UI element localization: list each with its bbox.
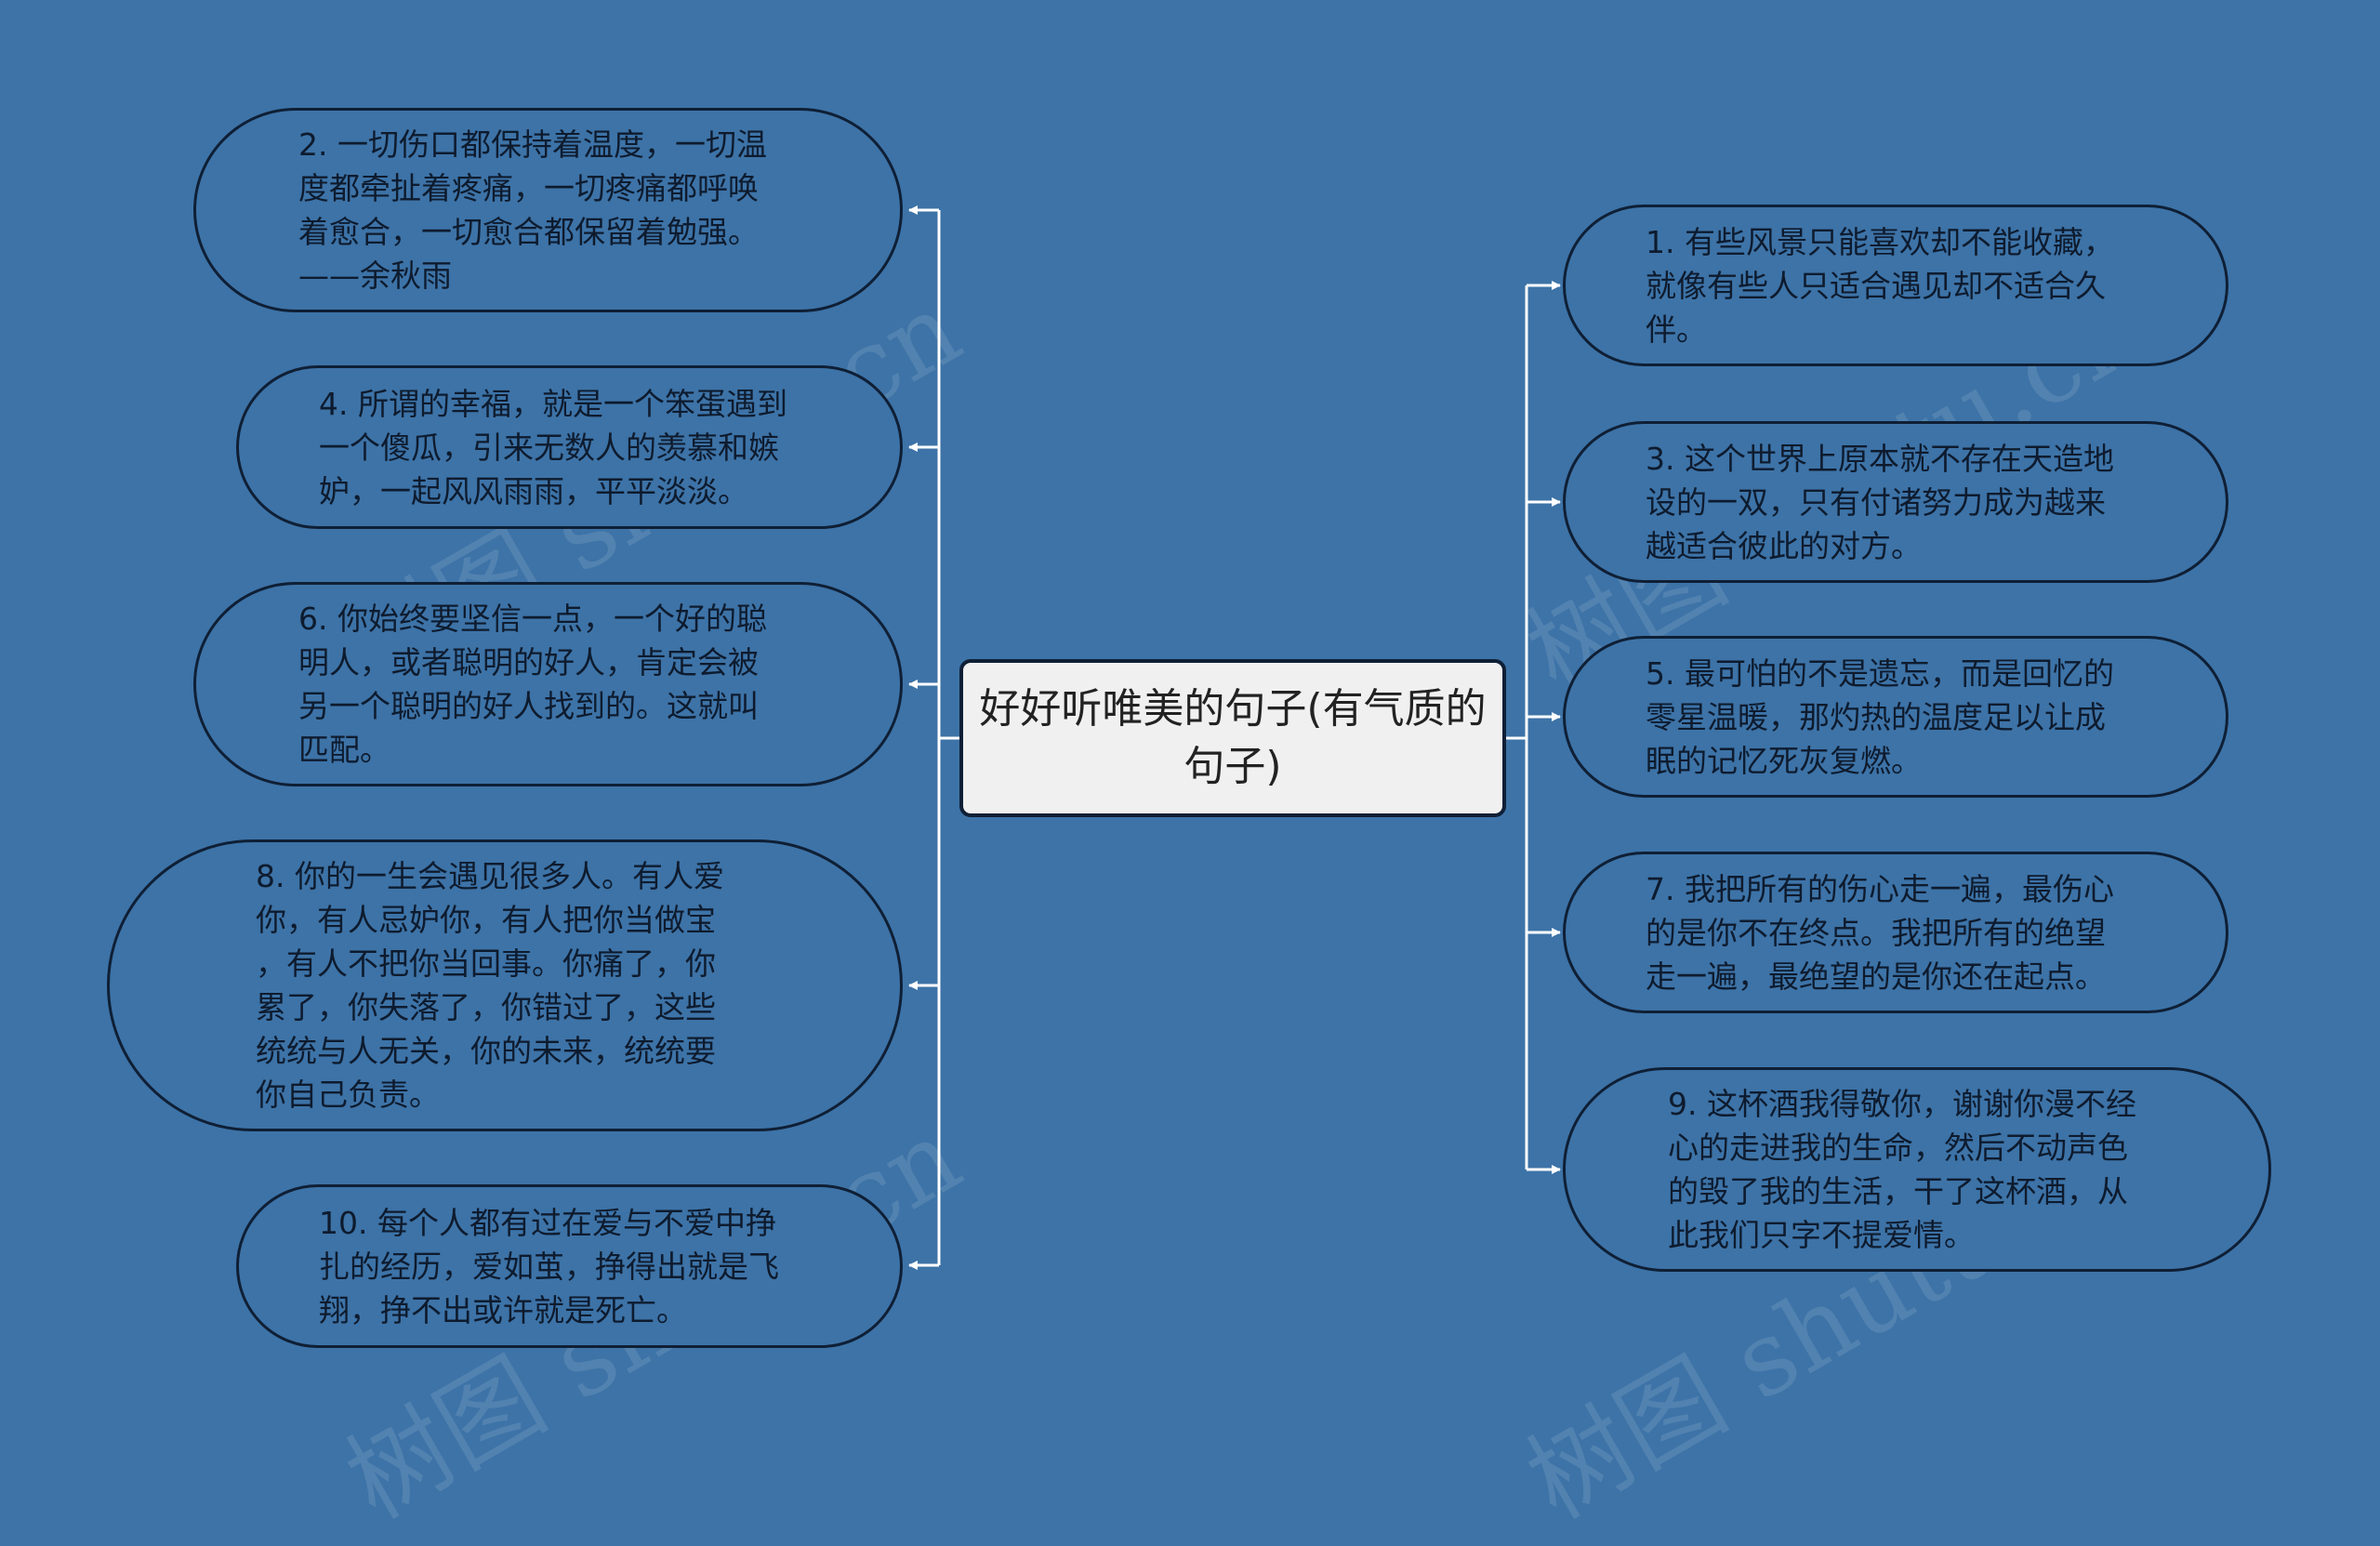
- topic-node-8[interactable]: 8. 你的一生会遇见很多人。有人爱 你，有人忌妒你，有人把你当做宝 ，有人不把你…: [107, 839, 903, 1131]
- mind-map-canvas: 树图 shutu.cn 树图 shutu.cn 树图 shutu.cn 树图 s…: [107, 108, 2271, 1541]
- topic-text: 10. 每个人都有过在爱与不爱中挣 扎的经历，爱如茧，挣得出就是飞 翔，挣不出或…: [319, 1204, 779, 1328]
- topic-node-9[interactable]: 9. 这杯酒我得敬你，谢谢你漫不经 心的走进我的生命，然后不动声色 的毁了我的生…: [1563, 1067, 2271, 1272]
- topic-text: 6. 你始终要坚信一点，一个好的聪 明人，或者聪明的好人，肯定会被 另一个聪明的…: [298, 601, 767, 768]
- topic-text: 7. 我把所有的伤心走一遍，最伤心 的是你不在终点。我把所有的绝望 走一遍，最绝…: [1646, 870, 2114, 995]
- topic-text: 4. 所谓的幸福，就是一个笨蛋遇到 一个傻瓜，引来无数人的羡慕和嫉 妒，一起风风…: [319, 385, 787, 509]
- connector-lines: [908, 205, 1561, 1270]
- central-topic-label: 好好听唯美的句子(有气质的句子): [979, 685, 1487, 790]
- topic-text: 5. 最可怕的不是遗忘，而是回忆的 零星温暖，那灼热的温度足以让成 眠的记忆死灰…: [1646, 654, 2114, 779]
- topic-node-2[interactable]: 2. 一切伤口都保持着温度，一切温 度都牵扯着疼痛，一切疼痛都呼唤 着愈合，一切…: [193, 108, 903, 312]
- topic-text: 1. 有些风景只能喜欢却不能收藏， 就像有些人只适合遇见却不适合久 伴。: [1646, 223, 2114, 348]
- topic-text: 8. 你的一生会遇见很多人。有人爱 你，有人忌妒你，有人把你当做宝 ，有人不把你…: [256, 858, 724, 1113]
- topic-node-3[interactable]: 3. 这个世界上原本就不存在天造地 设的一双，只有付诸努力成为越来 越适合彼此的…: [1563, 421, 2228, 583]
- topic-text: 9. 这杯酒我得敬你，谢谢你漫不经 心的走进我的生命，然后不动声色 的毁了我的生…: [1668, 1086, 2136, 1253]
- central-topic[interactable]: 好好听唯美的句子(有气质的句子): [959, 659, 1506, 817]
- topic-node-5[interactable]: 5. 最可怕的不是遗忘，而是回忆的 零星温暖，那灼热的温度足以让成 眠的记忆死灰…: [1563, 636, 2228, 798]
- topic-node-6[interactable]: 6. 你始终要坚信一点，一个好的聪 明人，或者聪明的好人，肯定会被 另一个聪明的…: [193, 582, 903, 786]
- topic-text: 2. 一切伤口都保持着温度，一切温 度都牵扯着疼痛，一切疼痛都呼唤 着愈合，一切…: [298, 126, 767, 294]
- topic-text: 3. 这个世界上原本就不存在天造地 设的一双，只有付诸努力成为越来 越适合彼此的…: [1646, 440, 2114, 564]
- topic-node-4[interactable]: 4. 所谓的幸福，就是一个笨蛋遇到 一个傻瓜，引来无数人的羡慕和嫉 妒，一起风风…: [236, 365, 903, 529]
- topic-node-7[interactable]: 7. 我把所有的伤心走一遍，最伤心 的是你不在终点。我把所有的绝望 走一遍，最绝…: [1563, 852, 2228, 1013]
- topic-node-10[interactable]: 10. 每个人都有过在爱与不爱中挣 扎的经历，爱如茧，挣得出就是飞 翔，挣不出或…: [236, 1184, 903, 1348]
- topic-node-1[interactable]: 1. 有些风景只能喜欢却不能收藏， 就像有些人只适合遇见却不适合久 伴。: [1563, 205, 2228, 366]
